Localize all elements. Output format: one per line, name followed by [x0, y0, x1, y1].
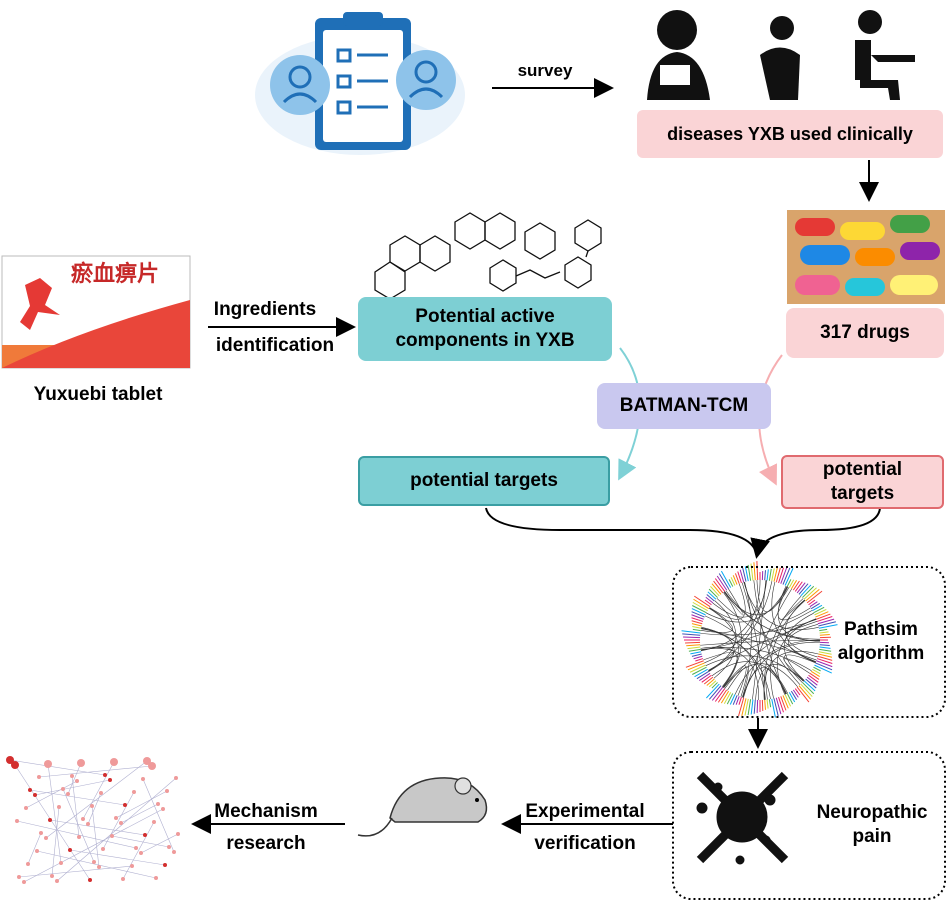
diseases-box: diseases YXB used clinically [637, 110, 943, 158]
neuropathic-frame [672, 751, 946, 900]
mechanism-network-image [6, 756, 180, 884]
merge-right-curve [750, 507, 881, 559]
chemical-structures [374, 212, 602, 300]
active-components-box: Potential active components in YXB [358, 297, 612, 361]
drugs-box: 317 drugs [786, 308, 944, 358]
experimental-label-line2: verification [534, 833, 636, 854]
neuropathic-label: Neuropathic pain [816, 802, 928, 847]
neuropathic-pain-icon [696, 771, 789, 865]
pathsim-network-image [681, 561, 838, 718]
merge-left-curve [485, 507, 758, 556]
targets-left-box: potential targets [358, 456, 610, 506]
survey-label: survey [517, 61, 573, 80]
tablet-label: Yuxuebi tablet [33, 384, 163, 405]
experimental-label-line1: Experimental [525, 801, 645, 822]
survey-clipboard-icon [255, 12, 465, 155]
pills-image [787, 210, 945, 304]
tablet-box-title: 瘀血痹片 [70, 261, 159, 286]
mouse-illustration [357, 777, 488, 837]
yuxuebi-tablet-box [1, 255, 191, 369]
mechanism-label-line2: research [226, 833, 306, 854]
pathsim-label: Pathsim algorithm [837, 619, 925, 664]
ingredients-label-line2: identification [215, 335, 335, 356]
pathsim-frame [672, 566, 946, 718]
ingredients-label-line1: Ingredients [213, 299, 317, 320]
mechanism-label-line1: Mechanism [214, 801, 318, 822]
patients-icon [647, 10, 915, 100]
batman-tcm-box: BATMAN-TCM [597, 383, 771, 429]
targets-right-box: potential targets [781, 455, 944, 509]
